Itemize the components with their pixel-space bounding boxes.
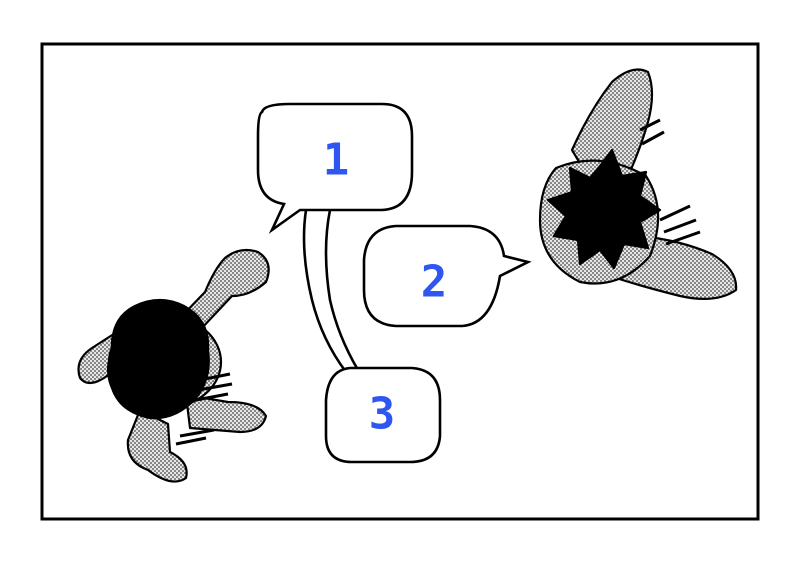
bubble-connector [302, 209, 360, 373]
bubble-1-number: 1 [323, 135, 350, 186]
speech-bubble-3 [324, 366, 442, 464]
speech-bubble-1 [256, 102, 414, 234]
bubble-2-number: 2 [421, 257, 448, 308]
character-left [77, 248, 270, 483]
bubble-3-number: 3 [369, 389, 396, 440]
speech-bubble-2 [362, 224, 532, 328]
character-right [538, 68, 738, 301]
